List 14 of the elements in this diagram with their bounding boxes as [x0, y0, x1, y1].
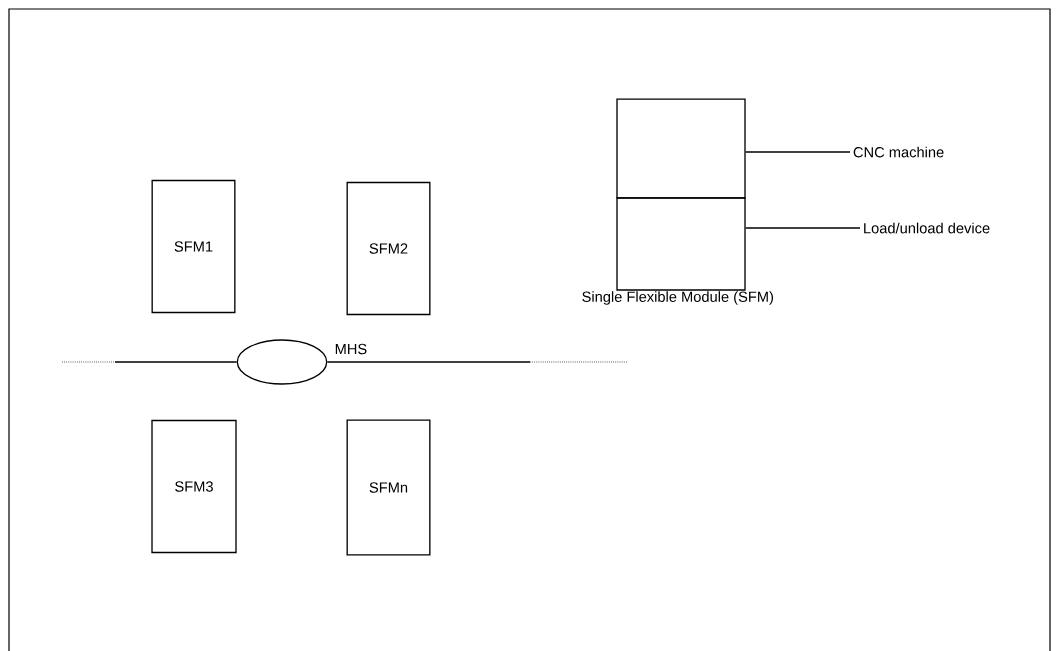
module-box: SFM3 — [151, 419, 237, 554]
module-section — [616, 197, 746, 291]
leader-line — [745, 151, 851, 153]
track-line — [326, 361, 629, 363]
carrier-ellipse — [236, 339, 328, 385]
module-box: SFM1 — [151, 179, 236, 314]
part-label: CNC machine — [853, 146, 944, 158]
track-line — [61, 361, 238, 363]
module-box: SFMn — [346, 419, 431, 556]
leader-line — [745, 227, 861, 229]
part-label: Load/unload device — [864, 222, 990, 234]
module-box: SFM2 — [346, 181, 431, 316]
module-section — [616, 98, 746, 199]
track-label: MHS — [335, 343, 367, 355]
